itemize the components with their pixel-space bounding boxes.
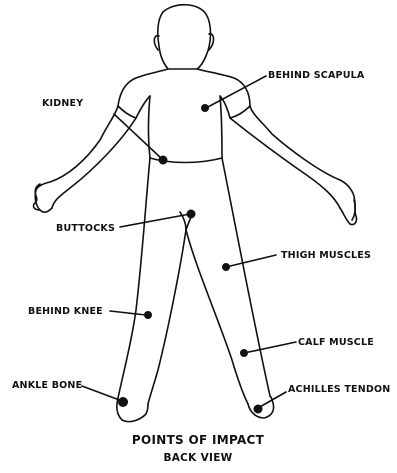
dot-behind-scapula bbox=[201, 104, 209, 112]
dot-ankle-bone bbox=[118, 397, 128, 407]
waist-right bbox=[220, 96, 222, 158]
left-leg-outer bbox=[118, 158, 150, 398]
leader-kidney bbox=[114, 114, 162, 159]
label-ankle-bone: ANKLE BONE bbox=[12, 380, 82, 391]
head-outline bbox=[158, 5, 211, 69]
dot-kidney bbox=[159, 156, 168, 165]
label-calf-muscle: CALF MUSCLE bbox=[298, 337, 374, 348]
label-thigh-muscles: THIGH MUSCLES bbox=[281, 250, 371, 261]
right-leg-inner bbox=[186, 230, 248, 404]
leader-thigh-muscles bbox=[226, 255, 276, 267]
dot-thigh-muscles bbox=[222, 263, 230, 271]
caption-subtitle: BACK VIEW bbox=[163, 452, 232, 464]
label-buttocks: BUTTOCKS bbox=[56, 223, 115, 234]
waist-left bbox=[149, 96, 151, 158]
label-achilles-tendon: ACHILLES TENDON bbox=[288, 384, 390, 395]
left-inner-arm bbox=[52, 118, 136, 208]
leader-achilles-tendon bbox=[258, 392, 286, 408]
label-kidney: KIDNEY bbox=[42, 98, 83, 109]
caption-title: POINTS OF IMPACT bbox=[132, 433, 265, 447]
left-hand bbox=[33, 184, 52, 212]
leader-ankle-bone bbox=[82, 386, 122, 401]
label-behind-knee: BEHIND KNEE bbox=[28, 306, 103, 317]
leader-calf-muscle bbox=[244, 342, 296, 353]
right-leg-outer bbox=[222, 158, 270, 396]
label-behind-scapula: BEHIND SCAPULA bbox=[268, 70, 365, 81]
left-sleeve bbox=[118, 96, 150, 118]
dot-behind-knee bbox=[144, 311, 152, 319]
leader-behind-knee bbox=[110, 311, 146, 315]
dot-achilles-tendon bbox=[254, 405, 263, 414]
dot-calf-muscle bbox=[240, 349, 248, 357]
right-sleeve bbox=[220, 96, 250, 118]
leader-buttocks bbox=[120, 214, 190, 227]
left-leg-inner bbox=[148, 230, 186, 404]
dot-buttocks bbox=[187, 210, 196, 219]
leader-behind-scapula bbox=[206, 76, 266, 108]
right-inner-arm bbox=[230, 118, 340, 208]
